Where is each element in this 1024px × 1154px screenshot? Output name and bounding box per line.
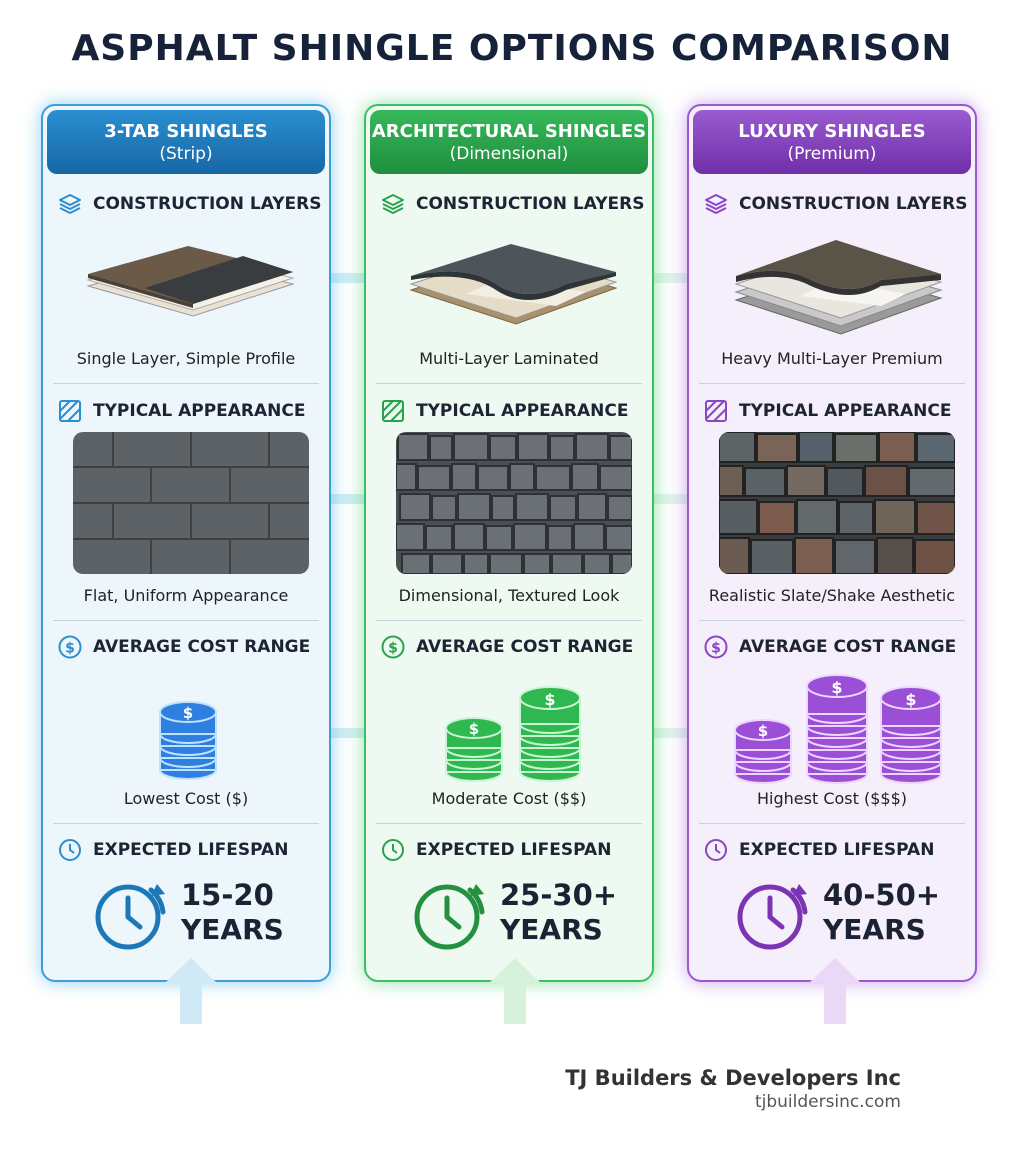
divider (376, 823, 642, 824)
up-arrow-icon (490, 958, 540, 1024)
layers-icon (59, 194, 81, 214)
texture-icon (382, 400, 404, 422)
coin-stacks-icon: $ $ $ (734, 674, 942, 784)
lifespan-value: 15-20 (181, 878, 274, 912)
lifespan-unit: YEARS (823, 913, 926, 946)
column-name: 3-TAB SHINGLES (104, 120, 268, 142)
construction-heading: CONSTRUCTION LAYERS (380, 190, 645, 218)
lifespan-value: 25-30+ (500, 878, 618, 912)
stopwatch-icon (737, 884, 808, 950)
coin-stack-icon: $ (159, 701, 217, 780)
lifespan-unit: YEARS (500, 913, 603, 946)
column-subtitle: (Strip) (159, 143, 213, 164)
column-name: ARCHITECTURAL SHINGLES (371, 120, 647, 142)
slate-shingle-photo (719, 432, 955, 574)
cost-caption: Moderate Cost ($$) (431, 789, 587, 808)
lifespan-display: 25-30+ YEARS (410, 868, 630, 958)
lifespan-value: 40-50+ (823, 878, 941, 912)
svg-text:$: $ (469, 720, 479, 738)
clock-icon (382, 839, 404, 861)
divider (699, 823, 965, 824)
dimensional-shingle-photo (396, 432, 632, 574)
svg-text:$: $ (711, 641, 721, 657)
cost-heading: $ AVERAGE COST RANGE (57, 633, 319, 661)
dollar-icon: $ (704, 635, 728, 659)
appearance-caption: Realistic Slate/Shake Aesthetic (708, 586, 956, 605)
lifespan-heading: EXPECTED LIFESPAN (57, 836, 319, 864)
dollar-icon: $ (58, 635, 82, 659)
column-subtitle: (Dimensional) (449, 143, 569, 164)
construction-caption: Heavy Multi-Layer Premium (721, 349, 943, 368)
layers-icon (382, 194, 404, 214)
flat-shingle-photo (73, 432, 309, 574)
stopwatch-icon (414, 884, 485, 950)
column-header: LUXURY SHINGLES (Premium) (693, 110, 971, 174)
svg-text:$: $ (183, 704, 193, 722)
dollar-icon: $ (381, 635, 405, 659)
appearance-heading: TYPICAL APPEARANCE (57, 397, 319, 425)
cost-heading: $ AVERAGE COST RANGE (703, 633, 965, 661)
divider (699, 620, 965, 621)
clock-icon (705, 839, 727, 861)
column-header: ARCHITECTURAL SHINGLES (Dimensional) (370, 110, 648, 174)
cost-heading: $ AVERAGE COST RANGE (380, 633, 642, 661)
company-name: TJ Builders & Developers Inc (565, 1066, 901, 1090)
svg-text:$: $ (388, 641, 398, 657)
column-3-tab: 3-TAB SHINGLES (Strip) CONSTRUCTION LAYE… (41, 104, 331, 982)
appearance-heading: TYPICAL APPEARANCE (380, 397, 642, 425)
column-luxury: LUXURY SHINGLES (Premium) CONSTRUCTION L… (687, 104, 977, 982)
column-subtitle: (Premium) (787, 143, 877, 164)
divider (699, 383, 965, 384)
appearance-caption: Flat, Uniform Appearance (83, 586, 289, 605)
company-website[interactable]: tjbuildersinc.com (754, 1092, 901, 1112)
layers-icon (705, 194, 727, 214)
svg-text:$: $ (831, 678, 842, 697)
construction-caption: Multi-Layer Laminated (419, 349, 599, 368)
svg-text:$: $ (544, 690, 555, 709)
cost-caption: Lowest Cost ($) (123, 789, 249, 808)
stopwatch-icon (95, 884, 166, 950)
divider (53, 383, 319, 384)
shingle-layer-illustration (86, 246, 295, 317)
appearance-heading: TYPICAL APPEARANCE (703, 397, 965, 425)
up-arrow-icon (810, 958, 860, 1024)
texture-icon (705, 400, 727, 422)
column-name: LUXURY SHINGLES (738, 120, 926, 142)
construction-caption: Single Layer, Simple Profile (76, 349, 296, 368)
lifespan-unit: YEARS (181, 913, 284, 946)
up-arrow-icon (166, 958, 216, 1024)
divider (53, 620, 319, 621)
construction-heading: CONSTRUCTION LAYERS (703, 190, 968, 218)
page-title: ASPHALT SHINGLE OPTIONS COMPARISON (71, 28, 953, 69)
column-header: 3-TAB SHINGLES (Strip) (47, 110, 325, 174)
divider (376, 383, 642, 384)
clock-icon (59, 839, 81, 861)
lifespan-heading: EXPECTED LIFESPAN (703, 836, 965, 864)
appearance-caption: Dimensional, Textured Look (398, 586, 620, 605)
lifespan-display: 15-20 YEARS (91, 868, 311, 958)
divider (376, 620, 642, 621)
texture-icon (59, 400, 81, 422)
lifespan-display: 40-50+ YEARS (733, 868, 953, 958)
lifespan-heading: EXPECTED LIFESPAN (380, 836, 642, 864)
svg-text:$: $ (905, 690, 916, 709)
svg-text:$: $ (758, 722, 768, 740)
construction-heading: CONSTRUCTION LAYERS (57, 190, 322, 218)
svg-text:$: $ (65, 641, 75, 657)
laminated-layer-illustration (409, 244, 618, 325)
premium-layer-illustration (734, 240, 943, 335)
coin-stacks-icon: $ $ (445, 686, 581, 782)
cost-caption: Highest Cost ($$$) (757, 789, 907, 808)
column-architectural: ARCHITECTURAL SHINGLES (Dimensional) CON… (364, 104, 654, 982)
divider (53, 823, 319, 824)
